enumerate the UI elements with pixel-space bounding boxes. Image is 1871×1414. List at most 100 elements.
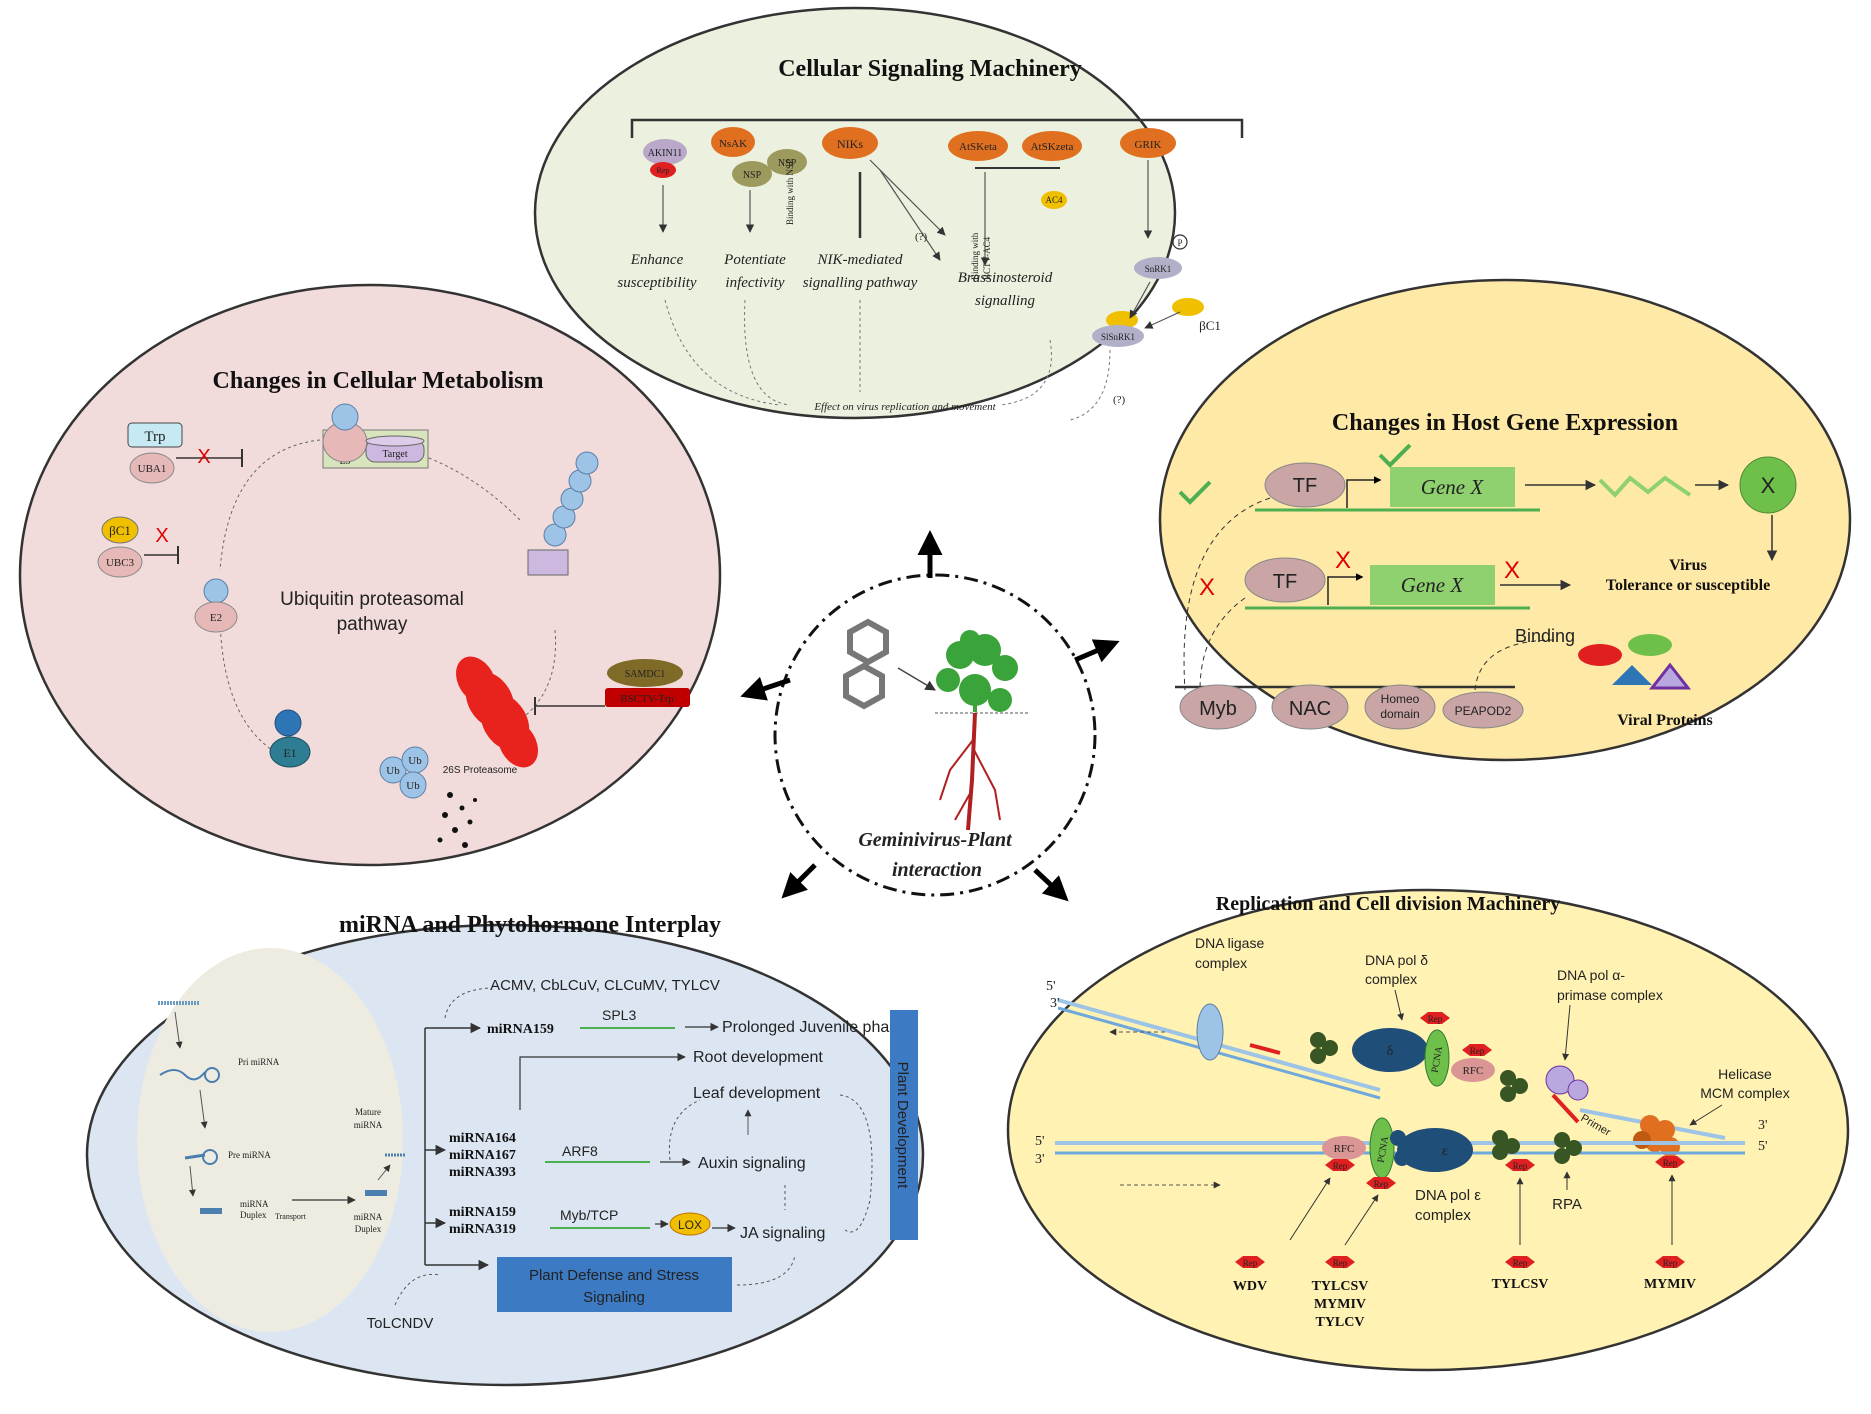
svg-text:DNA pol α-: DNA pol α- — [1557, 967, 1625, 983]
niks-node — [822, 127, 878, 159]
ubc3-node — [97, 546, 143, 578]
svg-text:MYMIV: MYMIV — [1644, 1277, 1696, 1292]
svg-text:Rep: Rep — [1374, 1179, 1389, 1189]
svg-text:WDV: WDV — [1233, 1279, 1267, 1294]
svg-text:Ub: Ub — [408, 755, 422, 767]
svg-text:signalling: signalling — [975, 293, 1036, 309]
svg-text:UBC3: UBC3 — [106, 557, 135, 569]
svg-text:X: X — [197, 446, 210, 468]
svg-text:SPL3: SPL3 — [602, 1007, 636, 1023]
svg-text:susceptibility: susceptibility — [617, 275, 696, 291]
svg-text:Plant Defense and Stress: Plant Defense and Stress — [529, 1267, 699, 1284]
svg-text:SnRK1: SnRK1 — [1145, 264, 1172, 274]
svg-text:P: P — [1177, 238, 1182, 248]
bsctv-trp-box — [605, 688, 690, 707]
svg-text:Prolonged Juvenile phase: Prolonged Juvenile phase — [722, 1019, 906, 1036]
svg-text:Ub: Ub — [406, 780, 420, 792]
center-label-2: interaction — [892, 859, 982, 881]
svg-text:ACMV, CbLCuV, CLCuMV, TYLCV: ACMV, CbLCuV, CLCuMV, TYLCV — [490, 977, 720, 994]
svg-text:miRNA164: miRNA164 — [449, 1131, 516, 1146]
svg-text:Rep: Rep — [1243, 1258, 1258, 1268]
pol-delta-node — [1352, 1028, 1428, 1072]
svg-text:BSCTV-Trp: BSCTV-Trp — [620, 693, 674, 705]
svg-text:3': 3' — [1035, 1152, 1045, 1167]
svg-text:DNA pol ε: DNA pol ε — [1415, 1187, 1481, 1204]
proteasome-icon — [456, 656, 538, 768]
svg-text:X: X — [155, 525, 168, 547]
svg-text:signalling pathway: signalling pathway — [803, 275, 918, 291]
lox-node — [669, 1212, 711, 1236]
viral-protein-triangle-blue — [1612, 665, 1652, 685]
check-icon — [1378, 443, 1412, 468]
svg-text:NIK-mediated: NIK-mediated — [817, 252, 903, 268]
svg-text:Rep: Rep — [1663, 1158, 1678, 1168]
svg-text:Duplex: Duplex — [355, 1224, 382, 1234]
svg-text:Myb/TCP: Myb/TCP — [560, 1207, 618, 1223]
svg-text:PEAPOD2: PEAPOD2 — [1455, 704, 1512, 718]
svg-text:UBA1: UBA1 — [138, 463, 167, 475]
svg-text:Duplex: Duplex — [240, 1210, 267, 1220]
svg-text:Enhance: Enhance — [630, 252, 684, 268]
svg-text:NSP: NSP — [743, 170, 762, 181]
slsnrk1-node — [1092, 325, 1144, 347]
svg-text:Binding with NSP: Binding with NSP — [785, 159, 795, 225]
svg-text:SAMDC1: SAMDC1 — [625, 669, 666, 680]
svg-text:Root development: Root development — [693, 1049, 823, 1066]
uba1-node — [129, 452, 175, 484]
viral-protein-green — [1628, 634, 1672, 656]
ac4-node — [1041, 191, 1067, 209]
tf-node-2 — [1244, 557, 1326, 603]
gene-expression-title: Changes in Host Gene Expression — [1332, 410, 1678, 436]
svg-text:Rep: Rep — [1513, 1258, 1528, 1268]
svg-text:MYMIV: MYMIV — [1314, 1297, 1366, 1312]
svg-text:RFC: RFC — [1463, 1065, 1484, 1077]
svg-text:Plant Development: Plant Development — [894, 1062, 911, 1190]
svg-text:Leaf development: Leaf development — [693, 1085, 821, 1102]
svg-text:Ub: Ub — [386, 765, 400, 777]
svg-text:X: X — [1761, 473, 1776, 498]
svg-text:miRNA159: miRNA159 — [487, 1022, 554, 1037]
grik-node — [1120, 128, 1176, 158]
svg-text:miRNA393: miRNA393 — [449, 1165, 516, 1180]
svg-text:X: X — [1199, 574, 1215, 601]
svg-text:Gene X: Gene X — [1401, 573, 1465, 597]
svg-text:3': 3' — [1050, 996, 1060, 1011]
svg-text:miRNA167: miRNA167 — [449, 1148, 516, 1163]
svg-text:Binding: Binding — [1515, 626, 1575, 646]
svg-text:(?): (?) — [915, 231, 928, 243]
svg-text:NsAK: NsAK — [719, 138, 747, 150]
svg-text:Rep: Rep — [1513, 1161, 1528, 1171]
svg-text:miRNA319: miRNA319 — [449, 1222, 516, 1237]
svg-text:infectivity: infectivity — [725, 275, 784, 291]
nsp-node-2 — [767, 149, 807, 175]
dna-ligase-icon — [1196, 1003, 1224, 1061]
svg-text:Rep: Rep — [1333, 1258, 1348, 1268]
svg-text:miRNA: miRNA — [240, 1199, 269, 1209]
nsak-node — [711, 127, 755, 157]
samdc1-node — [607, 659, 683, 687]
svg-text:δ: δ — [1387, 1044, 1394, 1059]
svg-text:RFC: RFC — [1334, 1143, 1355, 1155]
bc1-node-2 — [1172, 298, 1204, 316]
pcna-node-1 — [1424, 1029, 1450, 1087]
metabolism-panel: Changes in Cellular Metabolism Trp UBA1 … — [18, 283, 722, 867]
svg-text:Binding with: Binding with — [970, 232, 980, 280]
svg-text:NAC: NAC — [1289, 698, 1331, 720]
center-label-1: Geminivirus-Plant — [858, 829, 1013, 851]
svg-text:Pri miRNA: Pri miRNA — [238, 1057, 280, 1067]
svg-text:PCNA: PCNA — [1376, 1135, 1392, 1164]
svg-text:miRNA: miRNA — [354, 1120, 383, 1130]
svg-text:Trp: Trp — [144, 429, 165, 445]
phosphate-icon — [1172, 234, 1188, 250]
svg-text:TYLCSV: TYLCSV — [1492, 1277, 1549, 1292]
signaling-panel: Cellular Signaling Machinery AKIN11 Rep … — [533, 6, 1244, 421]
svg-text:E1: E1 — [283, 746, 296, 760]
bc1-node — [101, 516, 139, 544]
svg-text:Rep: Rep — [657, 166, 670, 175]
replication-panel: Replication and Cell division Machinery … — [1006, 888, 1850, 1372]
svg-text:Signaling: Signaling — [583, 1289, 645, 1306]
viral-protein-triangle-purple — [1648, 662, 1692, 690]
svg-text:SlSnRK1: SlSnRK1 — [1101, 332, 1135, 342]
center-hub: Geminivirus-Plant interaction — [740, 530, 1120, 902]
svg-text:TF: TF — [1273, 571, 1297, 593]
